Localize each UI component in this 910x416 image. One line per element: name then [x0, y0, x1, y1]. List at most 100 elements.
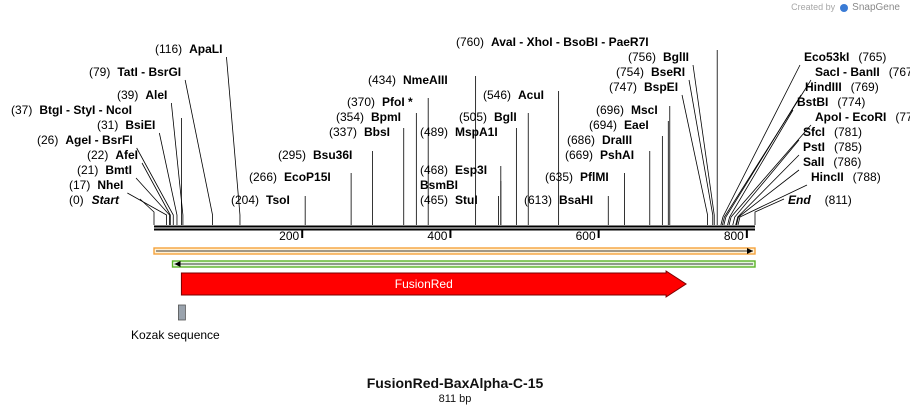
tick-label-800: 800: [724, 229, 744, 243]
site-leader-lines: [127, 50, 812, 226]
site-position: (505): [459, 110, 487, 124]
site-name: BglI: [494, 110, 517, 124]
site-name: ApoI - EcoRI: [815, 110, 886, 124]
site-name: PfoI *: [382, 95, 413, 109]
leader-line: [737, 184, 808, 226]
end-label: End (811): [788, 193, 852, 207]
leader-line: [139, 198, 155, 225]
site-name: AvaI - XhoI - BsoBI - PaeR7I: [491, 35, 649, 49]
site-label-afei: (22)AfeI: [87, 148, 138, 162]
site-position: (295): [278, 148, 306, 162]
end-name: End: [788, 193, 811, 207]
site-name: EcoP15I: [284, 170, 331, 184]
site-position: (786): [833, 155, 861, 169]
site-position: (337): [329, 125, 357, 139]
kozak-sequence-box: [178, 304, 186, 321]
site-label-apoi: ApoI - EcoRI(776): [815, 110, 910, 124]
site-label-btgi: (37)BtgI - StyI - NcoI: [11, 103, 132, 117]
site-label-nmeaiii: (434)NmeAIII: [368, 73, 448, 87]
site-position: (26): [37, 133, 58, 147]
site-name: MspA1I: [455, 125, 498, 139]
site-label-draiii: (686)DraIII: [567, 133, 632, 147]
site-label-tsoi: (204) TsoI: [231, 193, 290, 207]
site-position: (204): [231, 193, 259, 207]
site-label-tati: (79)TatI - BsrGI: [89, 65, 181, 79]
site-position: (760): [456, 35, 484, 49]
site-position: (767): [889, 65, 910, 79]
site-label-hindiii: HindIII(769): [805, 80, 879, 94]
site-position: (769): [851, 80, 879, 94]
kozak-sequence-label: Kozak sequence: [131, 328, 220, 342]
site-label-stui: (465)StuI: [420, 193, 478, 207]
leader-line: [736, 169, 800, 226]
site-name: HincII: [811, 170, 844, 184]
construct-length: 811 bp: [438, 393, 472, 405]
site-label-msci: (696)MscI: [596, 103, 658, 117]
site-position: (613): [524, 193, 552, 207]
site-position: (785): [834, 140, 862, 154]
site-name: Esp3I: [455, 163, 487, 177]
site-label-bbsi: (337) BbsI: [329, 125, 390, 139]
site-label-eco53ki: Eco53kI(765): [804, 50, 886, 64]
leader-line: [723, 94, 802, 226]
site-name: TsoI: [266, 193, 290, 207]
site-position: (354): [336, 110, 364, 124]
site-position: (22): [87, 148, 108, 162]
site-label-bsahi: (613)BsaHI: [524, 193, 593, 207]
site-name: AleI: [145, 88, 167, 102]
site-label-bglii: (756)BglII: [628, 50, 689, 64]
leader-line: [727, 109, 794, 226]
site-label-bsu36i: (295)Bsu36I: [278, 148, 352, 162]
site-label-bseri: (754) BseRI: [616, 65, 685, 79]
site-position: (754): [616, 65, 644, 79]
site-position: (266): [249, 170, 277, 184]
site-position: (37): [11, 103, 32, 117]
site-position: (21): [77, 163, 98, 177]
site-name: BbsI: [364, 125, 390, 139]
site-name: TatI - BsrGI: [117, 65, 181, 79]
leader-line: [754, 198, 785, 225]
leader-line: [226, 56, 241, 225]
leader-line: [728, 124, 812, 226]
end-position: (811): [825, 193, 852, 207]
site-label-bmti: (21)BmtI: [77, 163, 132, 177]
site-label-bsmbi: BsmBI: [420, 178, 458, 192]
site-position: (696): [596, 103, 624, 117]
site-position: (546): [483, 88, 511, 102]
site-position: (31): [97, 118, 118, 132]
site-name: BseRI: [651, 65, 685, 79]
site-label-saci: SacI - BanII(767): [815, 65, 910, 79]
site-label-bspei: (747)BspEI: [609, 80, 678, 94]
site-label-agei: (26) AgeI - BsrFI: [37, 133, 133, 147]
site-position: (781): [834, 125, 862, 139]
site-name: PflMI: [580, 170, 609, 184]
site-name: PstI: [803, 140, 825, 154]
leader-line: [681, 94, 708, 225]
green-strand-bar-arrowhead: [174, 261, 181, 267]
site-name: StuI: [455, 193, 478, 207]
site-label-pshai: (669) PshAI: [565, 148, 634, 162]
fusionred-feature-label: FusionRed: [395, 277, 453, 291]
leader-line: [170, 102, 184, 225]
site-label-sali: SalI(786): [803, 155, 861, 169]
site-name: AgeI - BsrFI: [65, 133, 132, 147]
site-name: BsmBI: [420, 178, 458, 192]
leader-line: [184, 79, 213, 225]
site-name: BspEI: [644, 80, 678, 94]
site-label-alei: (39)AleI: [117, 88, 167, 102]
site-name: AcuI: [518, 88, 544, 102]
leader-line: [735, 154, 800, 226]
site-name: PshAI: [600, 148, 634, 162]
site-label-acui: (546) AcuI: [483, 88, 544, 102]
site-position: (756): [628, 50, 656, 64]
site-position: (669): [565, 148, 593, 162]
leader-line: [732, 139, 800, 226]
site-position: (788): [853, 170, 881, 184]
site-name: Eco53kI: [804, 50, 849, 64]
leader-line: [135, 177, 170, 225]
site-label-esp3i: (468)Esp3I: [420, 163, 487, 177]
tick-label-600: 600: [576, 229, 596, 243]
